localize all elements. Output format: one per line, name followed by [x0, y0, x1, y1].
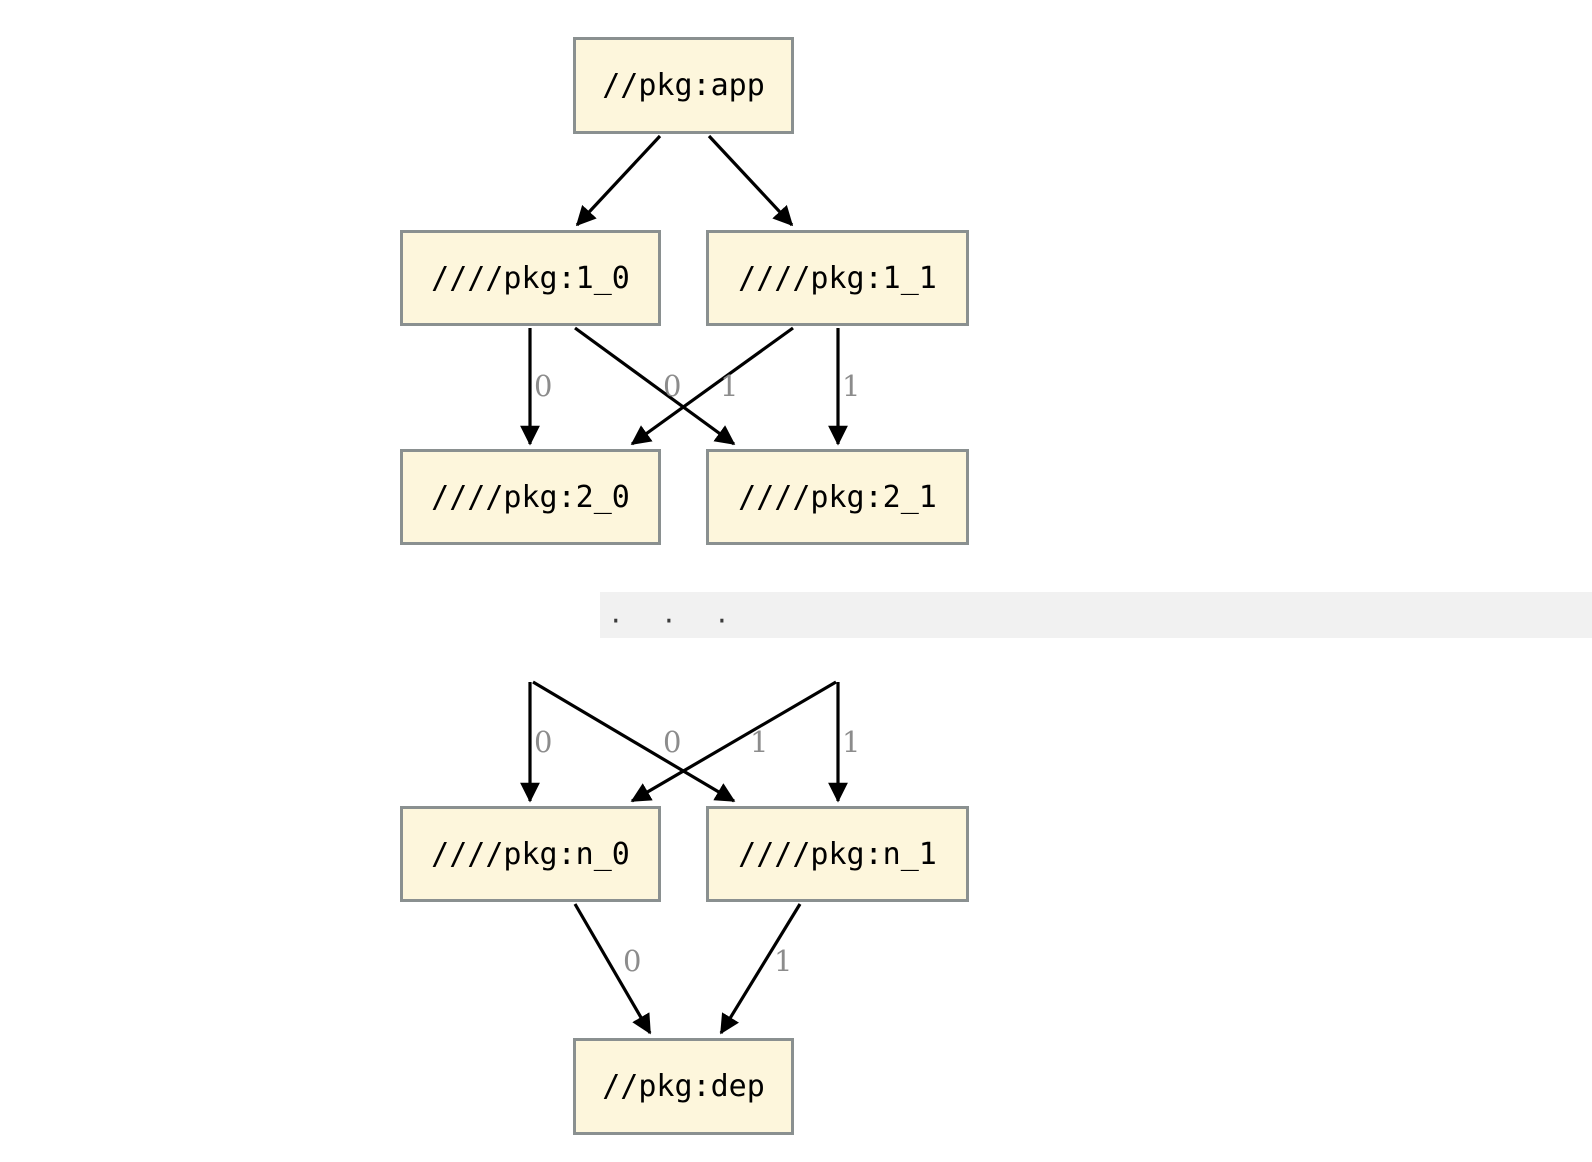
- graph-node-l2_1[interactable]: ////pkg:2_1: [706, 449, 969, 545]
- edge-label: 1: [720, 369, 739, 403]
- graph-edge: [630, 326, 794, 446]
- graph-node-label: ////pkg:n_0: [431, 836, 630, 872]
- graph-node-label: //pkg:dep: [602, 1069, 765, 1104]
- graph-node-l1_1[interactable]: ////pkg:1_1: [706, 230, 969, 326]
- ellipsis-separator-band: · · ·: [600, 592, 1592, 638]
- graph-edge: [574, 326, 736, 446]
- edge-label: 1: [774, 944, 793, 978]
- graph-edge: [707, 134, 794, 227]
- edge-label: 0: [534, 725, 553, 759]
- edge-label: 0: [663, 725, 682, 759]
- graph-node-l2_0[interactable]: ////pkg:2_0: [400, 449, 661, 545]
- edge-label: 0: [623, 944, 642, 978]
- graph-node-app[interactable]: //pkg:app: [573, 37, 794, 134]
- graph-node-l1_0[interactable]: ////pkg:1_0: [400, 230, 661, 326]
- graph-node-label: ////pkg:n_1: [738, 836, 937, 872]
- edge-label: 1: [842, 725, 861, 759]
- edge-label: 1: [750, 725, 769, 759]
- graph-node-dep[interactable]: //pkg:dep: [573, 1038, 794, 1135]
- edge-label: 1: [842, 369, 861, 403]
- graph-edge: [532, 680, 736, 803]
- graph-node-label: ////pkg:2_0: [431, 479, 630, 515]
- graph-node-label: ////pkg:1_0: [431, 260, 630, 296]
- graph-node-label: ////pkg:2_1: [738, 479, 937, 515]
- edge-label: 0: [534, 369, 553, 403]
- graph-node-ln_0[interactable]: ////pkg:n_0: [400, 806, 661, 902]
- graph-node-label: //pkg:app: [602, 68, 765, 103]
- ellipsis-dots: · · ·: [611, 604, 744, 639]
- edge-label: 0: [663, 369, 682, 403]
- graph-edge: [575, 134, 662, 227]
- graph-node-ln_1[interactable]: ////pkg:n_1: [706, 806, 969, 902]
- graph-node-label: ////pkg:1_1: [738, 260, 937, 296]
